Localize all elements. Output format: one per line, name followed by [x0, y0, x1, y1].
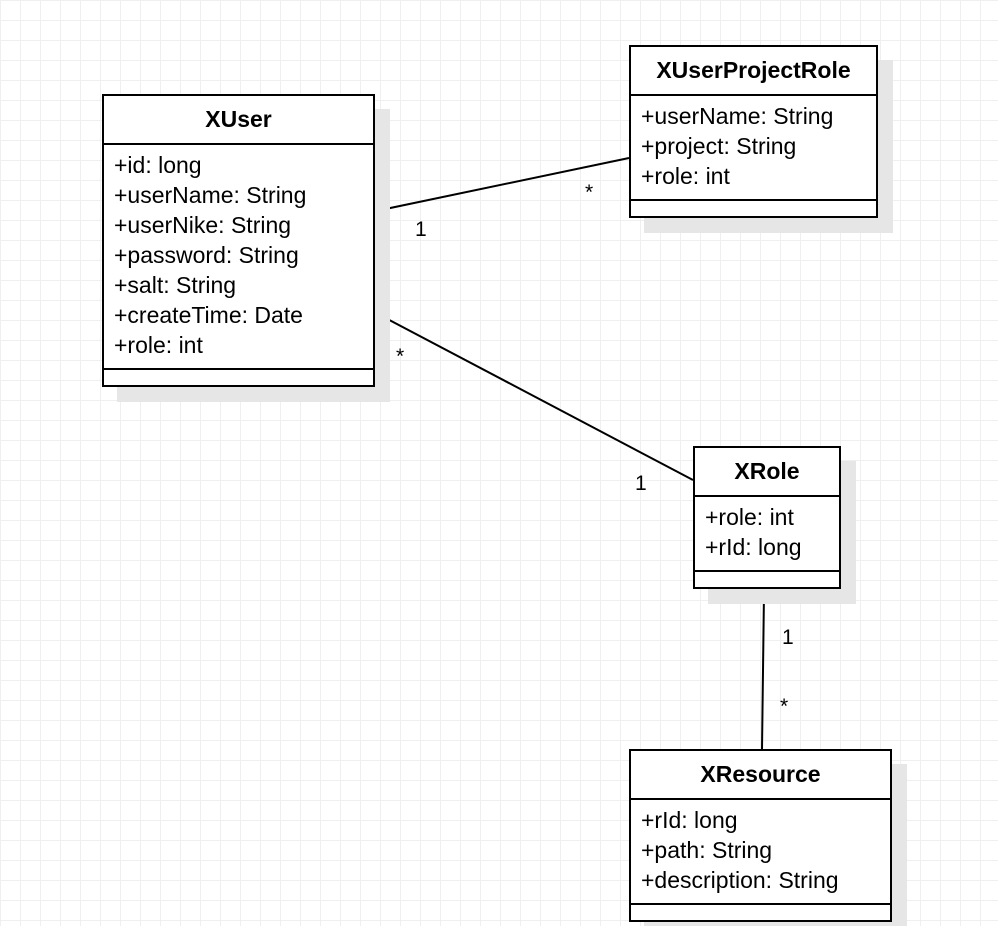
attribute: +rId: long: [705, 534, 802, 560]
attribute: +project: String: [641, 133, 797, 159]
attribute: +userName: String: [641, 103, 834, 129]
attribute-list: +userName: String +project: String +role…: [631, 96, 876, 201]
class-name: XRole: [695, 448, 839, 497]
attribute: +rId: long: [641, 807, 738, 833]
method-compartment: [104, 370, 373, 385]
attribute: +role: int: [641, 163, 730, 189]
attribute: +role: int: [705, 504, 794, 530]
class-name: XUser: [104, 96, 373, 145]
multiplicity-xresource-end: *: [780, 695, 789, 718]
attribute: +userNike: String: [114, 212, 292, 238]
attribute: +path: String: [641, 837, 773, 863]
multiplicity-xuser-role-end: *: [396, 345, 405, 368]
attribute: +role: int: [114, 332, 203, 358]
method-compartment: [631, 201, 876, 216]
association-xuser-xrole[interactable]: [375, 312, 694, 481]
method-compartment: [695, 572, 839, 587]
class-name: XUserProjectRole: [631, 47, 876, 96]
attribute: +description: String: [641, 867, 839, 893]
multiplicity-xrole-end: 1: [635, 472, 647, 495]
attribute: +userName: String: [114, 182, 307, 208]
method-compartment: [631, 905, 890, 920]
association-xrole-xresource[interactable]: [761, 591, 765, 750]
class-xuserprojectrole[interactable]: XUserProjectRole +userName: String +proj…: [629, 45, 878, 218]
class-xresource[interactable]: XResource +rId: long +path: String +desc…: [629, 749, 892, 922]
multiplicity-xuserprojectrole-end: *: [585, 181, 594, 204]
association-xuser-xuserprojectrole[interactable]: [375, 157, 630, 212]
attribute-list: +rId: long +path: String +description: S…: [631, 800, 890, 905]
attribute: +createTime: Date: [114, 302, 303, 328]
attribute-list: +id: long +userName: String +userNike: S…: [104, 145, 373, 370]
multiplicity-xuser-end: 1: [415, 218, 427, 241]
class-xuser[interactable]: XUser +id: long +userName: String +userN…: [102, 94, 375, 387]
attribute-list: +role: int +rId: long: [695, 497, 839, 572]
class-xrole[interactable]: XRole +role: int +rId: long: [693, 446, 841, 589]
attribute: +salt: String: [114, 272, 237, 298]
multiplicity-xrole-resource-end: 1: [782, 626, 794, 649]
attribute: +id: long: [114, 152, 202, 178]
class-name: XResource: [631, 751, 890, 800]
attribute: +password: String: [114, 242, 299, 268]
